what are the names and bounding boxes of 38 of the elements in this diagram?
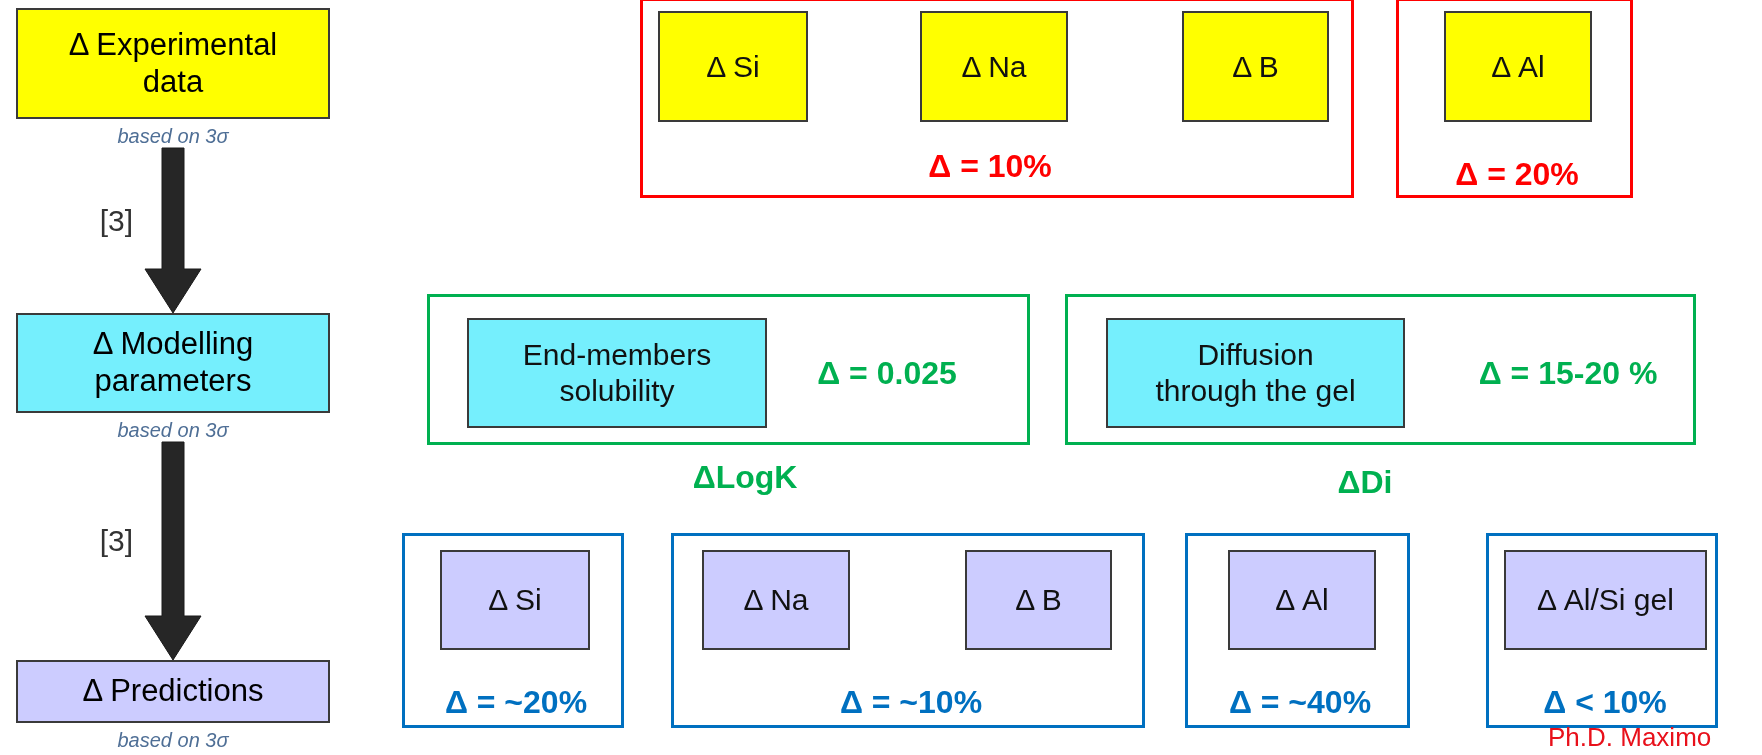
edge-label: [3]: [99, 203, 133, 238]
process-box: Δ Predictions: [16, 660, 330, 723]
delta-value: ΔDi: [1337, 463, 1393, 501]
variable-box: Diffusion through the gel: [1106, 318, 1405, 428]
delta-value: Δ = 15-20 %: [1478, 354, 1658, 392]
group-frame: [402, 533, 624, 728]
caption-note: based on 3σ: [117, 125, 229, 148]
delta-value: Δ = 20%: [1455, 155, 1579, 193]
group-frame: [1185, 533, 1410, 728]
delta-value: Δ = 0.025: [817, 354, 957, 392]
delta-value: Δ = ~40%: [1228, 683, 1372, 721]
caption-note: based on 3σ: [117, 419, 229, 442]
delta-value: Δ = 10%: [928, 147, 1052, 185]
group-frame: [1486, 533, 1718, 728]
group-frame: [671, 533, 1145, 728]
delta-value: ΔLogK: [692, 458, 798, 496]
delta-value: Δ = ~10%: [839, 683, 983, 721]
author-credit: Ph.D. Maximo: [1548, 722, 1712, 753]
variable-box: Δ Si: [658, 11, 808, 122]
caption-note: based on 3σ: [117, 729, 229, 752]
variable-box: Δ Na: [702, 550, 850, 650]
variable-box: Δ Al: [1444, 11, 1592, 122]
process-box: Δ Experimental data: [16, 8, 330, 119]
edge-label: [3]: [99, 524, 133, 558]
group-frame: [640, 0, 1354, 198]
variable-box: Δ Si: [440, 550, 590, 650]
variable-box: Δ Na: [920, 11, 1068, 122]
variable-box: End-members solubility: [467, 318, 767, 428]
delta-value: Δ < 10%: [1543, 683, 1667, 721]
process-box: Δ Modelling parameters: [16, 313, 330, 413]
variable-box: Δ B: [965, 550, 1112, 650]
variable-box: Δ Al: [1228, 550, 1376, 650]
delta-value: Δ = ~20%: [444, 683, 588, 721]
block-arrow: [144, 147, 202, 314]
variable-box: Δ B: [1182, 11, 1329, 122]
block-arrow: [144, 441, 202, 661]
variable-box: Δ Al/Si gel: [1504, 550, 1707, 650]
group-frame: [1396, 0, 1633, 198]
